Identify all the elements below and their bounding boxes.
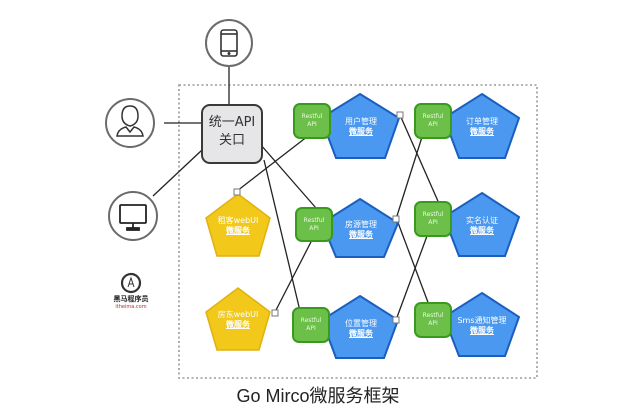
logo-url: itheima.com	[115, 304, 147, 310]
service-pentagon-sms-notify[interactable]	[442, 291, 521, 357]
restful-api-box-5[interactable]	[414, 201, 452, 237]
service-pentagon-user-mgmt[interactable]	[319, 92, 401, 159]
restful-api-box-2[interactable]	[295, 207, 333, 242]
edge-svc3-api5	[395, 235, 428, 321]
client-desktop[interactable]	[108, 191, 158, 241]
edge-gateway-api3	[263, 159, 301, 312]
user-icon	[116, 105, 144, 137]
diagram-title: Go Mirco微服务框架	[236, 386, 400, 406]
heima-logo: 黑马程序员 itheima.com	[106, 294, 156, 310]
api-gateway: 统一API 关口	[202, 114, 262, 150]
connection-lines	[152, 65, 442, 321]
edge-api1-web1	[236, 135, 309, 192]
monitor-icon	[119, 204, 147, 231]
restful-api-box-6[interactable]	[414, 302, 452, 338]
restful-api-box-3[interactable]	[292, 307, 330, 343]
service-pentagon-order-mgmt[interactable]	[442, 92, 521, 159]
service-pentagon-realname-auth[interactable]	[442, 191, 521, 257]
heima-logo-icon	[120, 272, 142, 294]
location-mgmt-port	[392, 316, 400, 324]
user-mgmt-port	[396, 111, 404, 119]
mobile-phone-icon	[220, 29, 238, 57]
service-pentagon-location-mgmt[interactable]	[320, 294, 400, 359]
service-pentagon-house-mgmt[interactable]	[320, 197, 400, 258]
web1-connector-port	[233, 188, 241, 196]
framework-boundary	[178, 84, 538, 379]
restful-api-box-1[interactable]	[293, 103, 331, 139]
client-mobile[interactable]	[205, 19, 253, 67]
gateway-label-line2: 关口	[218, 133, 245, 148]
edge-svc2-api4	[395, 136, 423, 220]
edge-svc2-api6	[396, 219, 430, 306]
house-mgmt-port	[392, 215, 400, 223]
gateway-label-line1: 统一API	[208, 115, 256, 130]
web-service-pentagon-1[interactable]	[205, 193, 271, 257]
web2-connector-port	[271, 309, 279, 317]
edge-desktop-gateway	[152, 149, 203, 197]
edge-svc1-api5	[399, 114, 442, 209]
edge-api2-web2	[274, 237, 314, 313]
api-gateway-box[interactable]	[201, 104, 263, 164]
logo-name: 黑马程序员	[113, 295, 149, 303]
restful-api-box-4[interactable]	[414, 103, 452, 139]
client-user[interactable]	[105, 98, 155, 148]
web-service-pentagon-2[interactable]	[205, 287, 271, 351]
edge-gateway-api2	[253, 136, 317, 209]
